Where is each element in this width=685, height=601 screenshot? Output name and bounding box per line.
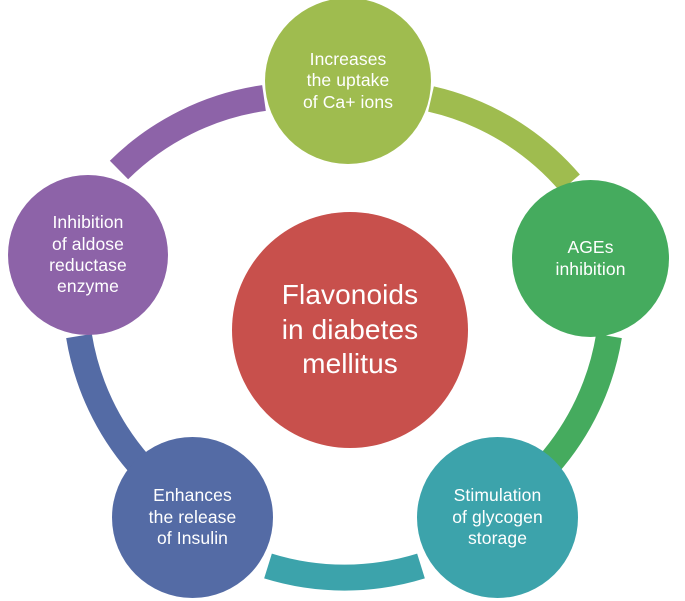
- connector-ca-to-ages: [427, 86, 580, 192]
- connector-glycogen-to-insulin: [264, 553, 425, 591]
- connector-insulin-to-aldose: [66, 333, 150, 474]
- connector-ages-to-glycogen: [538, 333, 622, 474]
- connector-aldose-to-ca: [109, 85, 266, 180]
